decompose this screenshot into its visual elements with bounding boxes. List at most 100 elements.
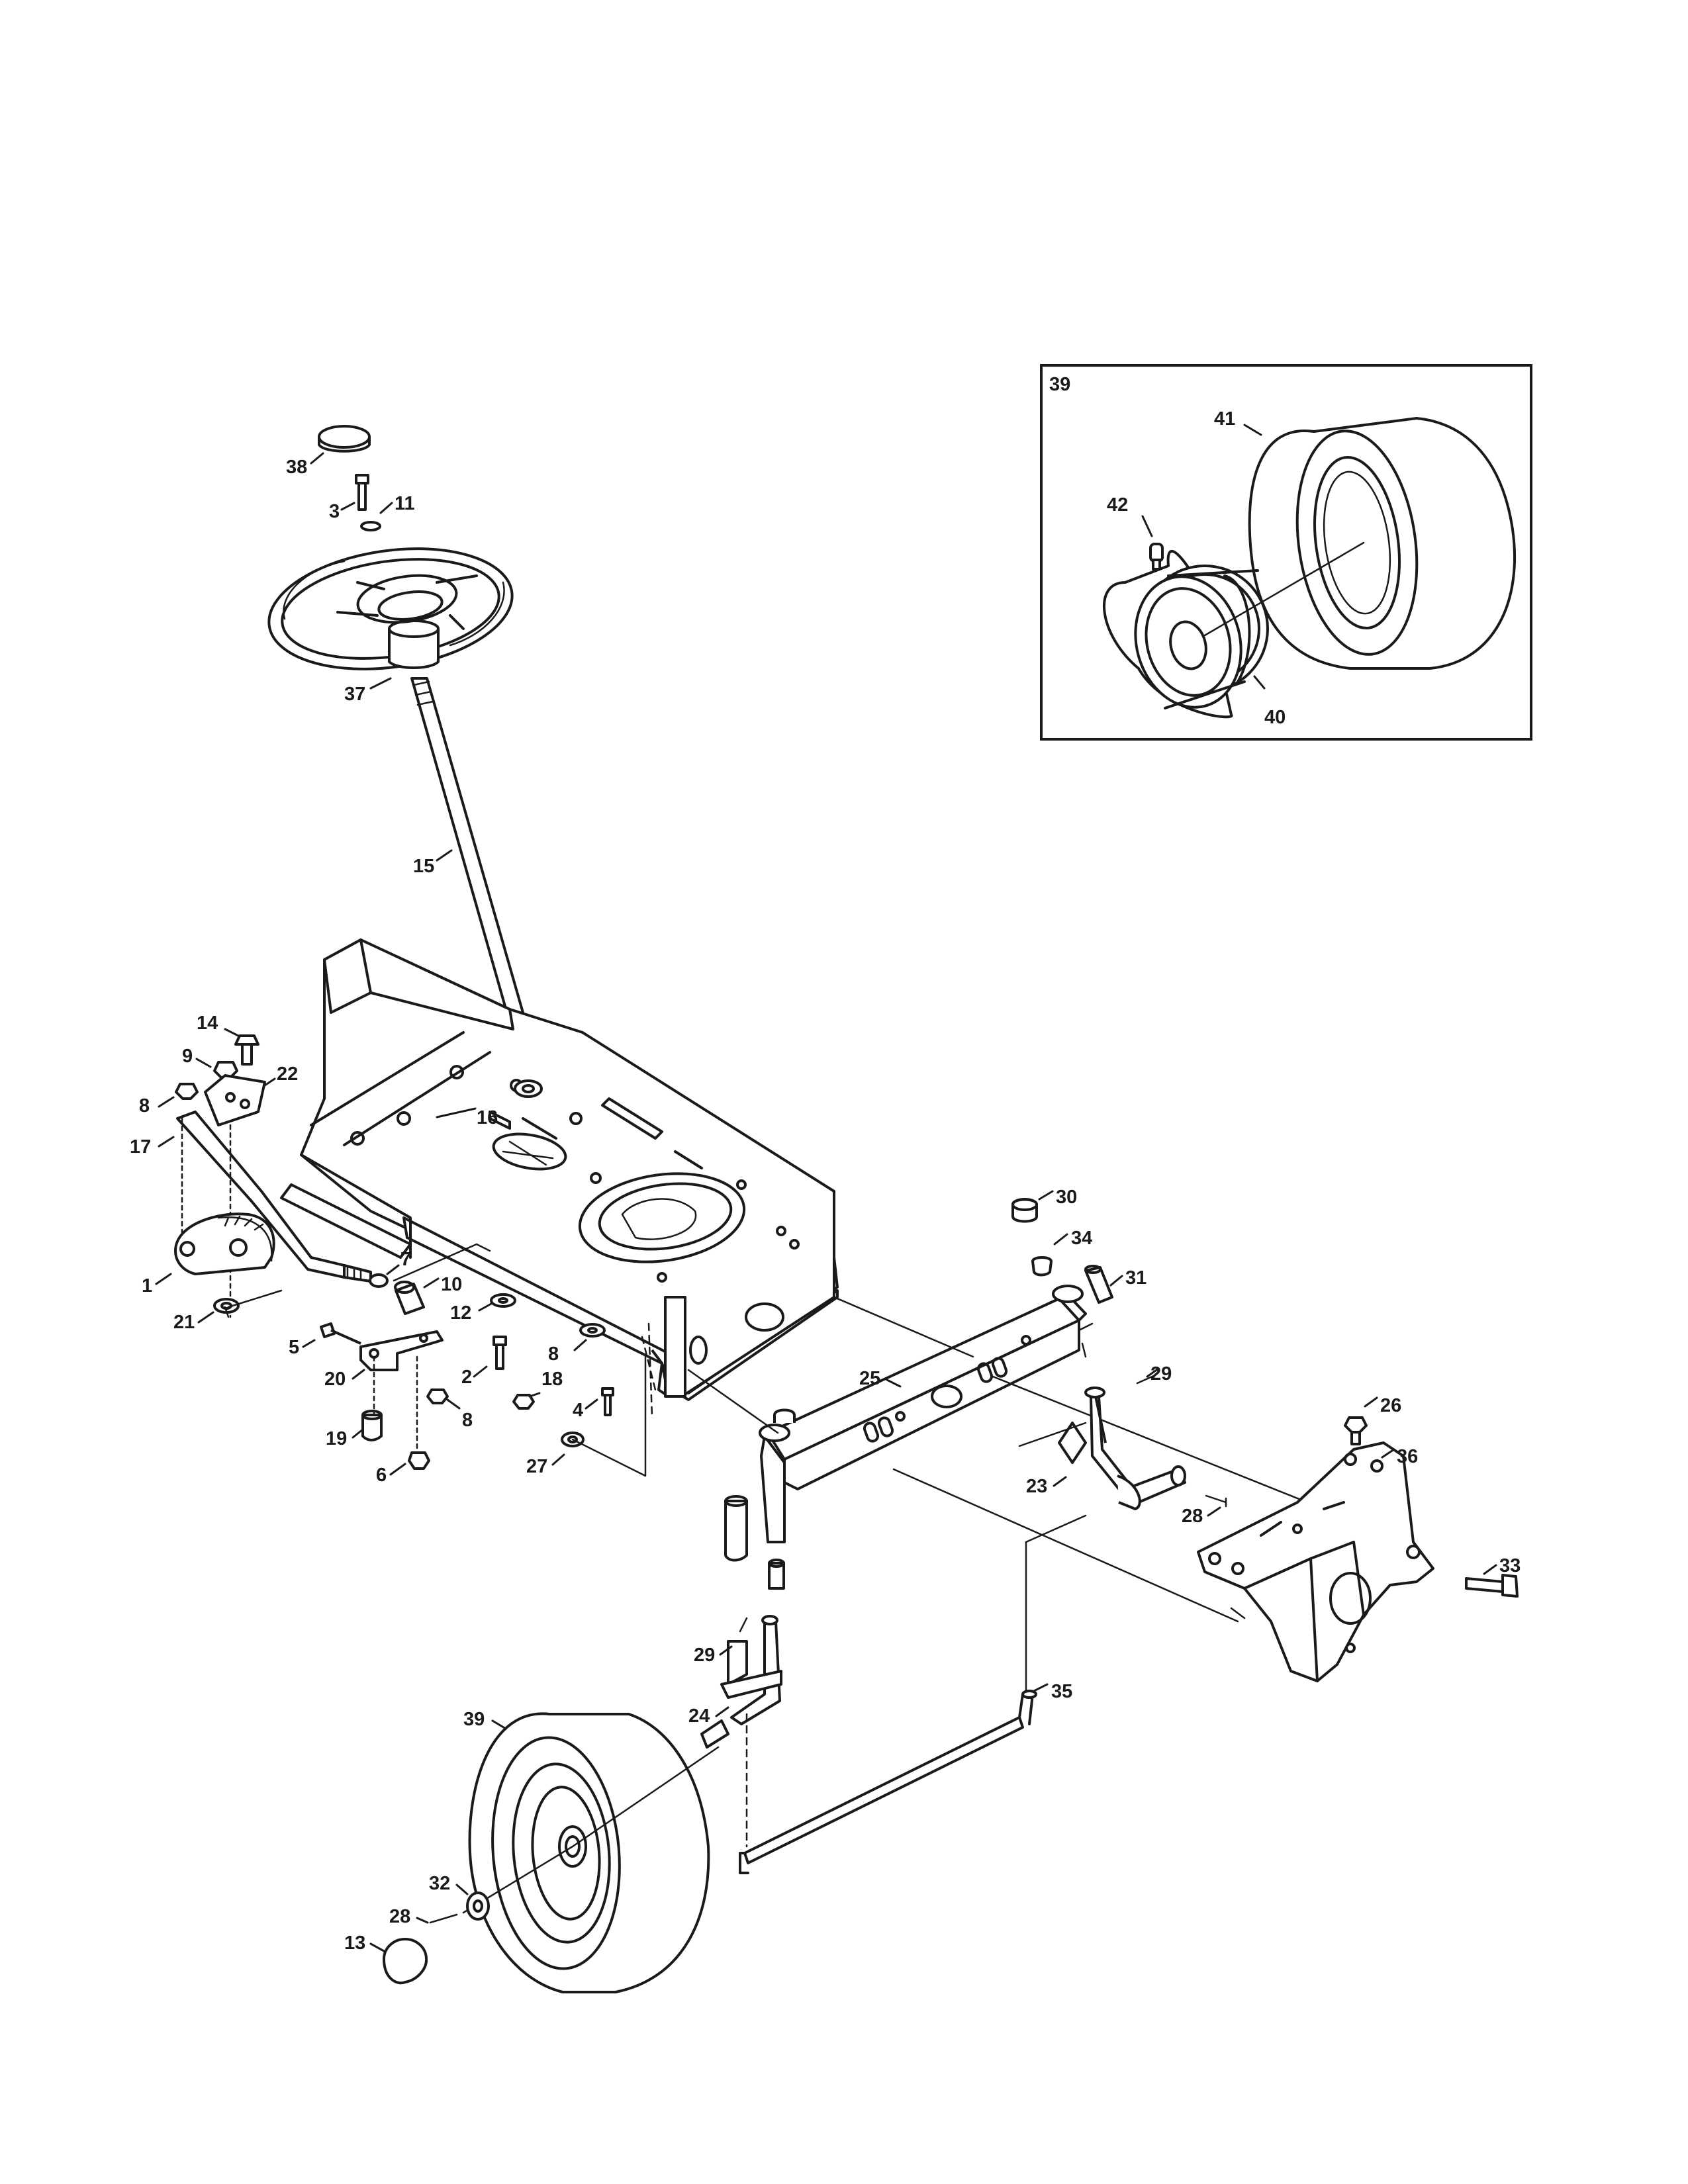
nut-8b: [426, 1388, 449, 1404]
callout-21: 21: [173, 1312, 195, 1333]
washer-32: [466, 1891, 490, 1921]
leader-40: [1253, 675, 1266, 690]
callout-24: 24: [688, 1706, 710, 1727]
callout-10: 10: [441, 1274, 462, 1295]
axle-bracket-36: [1197, 1441, 1434, 1682]
inset-tire: [1248, 417, 1516, 670]
callout-33: 33: [1499, 1555, 1521, 1576]
front-axle-25: [687, 1198, 1325, 1623]
bolt-4: [601, 1387, 614, 1416]
callout-39: 39: [463, 1709, 485, 1730]
bolt-14: [234, 1034, 259, 1066]
callout-26: 26: [1380, 1395, 1401, 1416]
sector-gear-1: [174, 1212, 275, 1275]
sector-gear-assembly: [174, 1034, 647, 1477]
leader-38: [310, 452, 324, 465]
inset-axle-line: [1203, 541, 1365, 637]
spindle-24: [700, 1615, 782, 1749]
leader-11: [379, 502, 393, 514]
nut-8c: [512, 1394, 535, 1410]
leader-41: [1243, 424, 1262, 436]
callout-6: 6: [376, 1465, 387, 1486]
pin-28b: [429, 1913, 458, 1924]
callout-27: 27: [526, 1456, 547, 1477]
inset-frame: [1040, 364, 1532, 741]
callout-38: 38: [286, 457, 307, 478]
leader-42: [1141, 515, 1153, 537]
callout-34: 34: [1071, 1228, 1092, 1249]
callout-9: 9: [182, 1046, 193, 1067]
callout-2: 2: [461, 1367, 472, 1388]
steering-wheel: [267, 425, 514, 690]
plate-22: [204, 1074, 266, 1126]
spindle-23: [1018, 1387, 1186, 1510]
callout-13: 13: [344, 1933, 365, 1954]
callout-labels: 38 3 11 37 15 14 9 22 8 17 16 1 21 7 10 …: [130, 408, 1521, 1954]
callout-18: 8: [548, 1343, 559, 1365]
callout-29a: 29: [1150, 1363, 1172, 1385]
callout-7: 7: [400, 1249, 411, 1270]
bearing-16: [514, 1079, 543, 1098]
tractor-frame: [280, 938, 839, 1418]
callout-29b: 29: [694, 1645, 715, 1666]
bolt-26: [1344, 1416, 1368, 1445]
callout-19: 19: [326, 1428, 347, 1449]
inset-label: 39: [1049, 374, 1070, 395]
bolt-2: [492, 1336, 507, 1370]
hub-cap-13: [383, 1938, 428, 1985]
callout-23: 23: [1026, 1476, 1047, 1497]
leader-3: [340, 502, 355, 511]
inset-valve-stem: [1149, 543, 1164, 570]
callout-41: 41: [1214, 408, 1235, 430]
callout-35: 35: [1051, 1681, 1072, 1702]
pin-28a: [1205, 1494, 1227, 1508]
callout-36: 36: [1397, 1446, 1418, 1467]
bolt-5: [320, 1322, 361, 1345]
bolt-line: [1230, 1607, 1246, 1619]
callout-31: 31: [1125, 1267, 1147, 1289]
callout-25: 25: [859, 1368, 880, 1389]
tie-rod-35: [739, 1514, 1087, 1874]
callout-17: 17: [130, 1136, 151, 1158]
callout-40: 40: [1264, 707, 1286, 728]
nut-6: [408, 1451, 430, 1470]
leader-15: [436, 849, 453, 862]
callout-leaders: [155, 1028, 1497, 1952]
callout-8a: 8: [139, 1095, 150, 1116]
sleeve-31: [1084, 1266, 1113, 1304]
inset-wheel-assembly: 39: [1040, 364, 1532, 741]
callout-14: 14: [197, 1013, 218, 1034]
pin-29a: [1136, 1374, 1156, 1385]
inset-rim: [1103, 549, 1269, 719]
callout-15: 15: [413, 856, 434, 877]
pin-29b: [739, 1617, 748, 1633]
callout-16: 16: [477, 1107, 498, 1128]
callout-8c: 8: [462, 1410, 473, 1431]
washer-18: [579, 1323, 606, 1338]
callout-22: 22: [277, 1064, 298, 1085]
callout-20: 20: [324, 1369, 346, 1390]
cap-38: [318, 425, 371, 449]
nut-8a: [175, 1083, 199, 1100]
spacer-10: [395, 1283, 425, 1315]
bushing-19: [361, 1414, 383, 1441]
bushing-34: [1031, 1256, 1053, 1277]
callout-3: 3: [329, 501, 340, 522]
callout-11: 11: [395, 493, 415, 514]
callout-37: 37: [344, 684, 365, 705]
washer-12: [490, 1293, 516, 1308]
callout-42: 42: [1107, 494, 1128, 516]
leader-37: [369, 677, 392, 690]
front-wheel-39: [462, 1712, 720, 1993]
callout-5: 5: [289, 1337, 299, 1358]
callout-8b: 18: [541, 1369, 563, 1390]
bolt-3: [355, 474, 369, 511]
callout-12: 12: [450, 1302, 471, 1324]
washer-11: [360, 521, 381, 531]
callout-30: 30: [1056, 1187, 1077, 1208]
callout-28b: 28: [389, 1906, 410, 1927]
callout-32: 32: [429, 1873, 450, 1894]
callout-4: 4: [573, 1400, 583, 1421]
